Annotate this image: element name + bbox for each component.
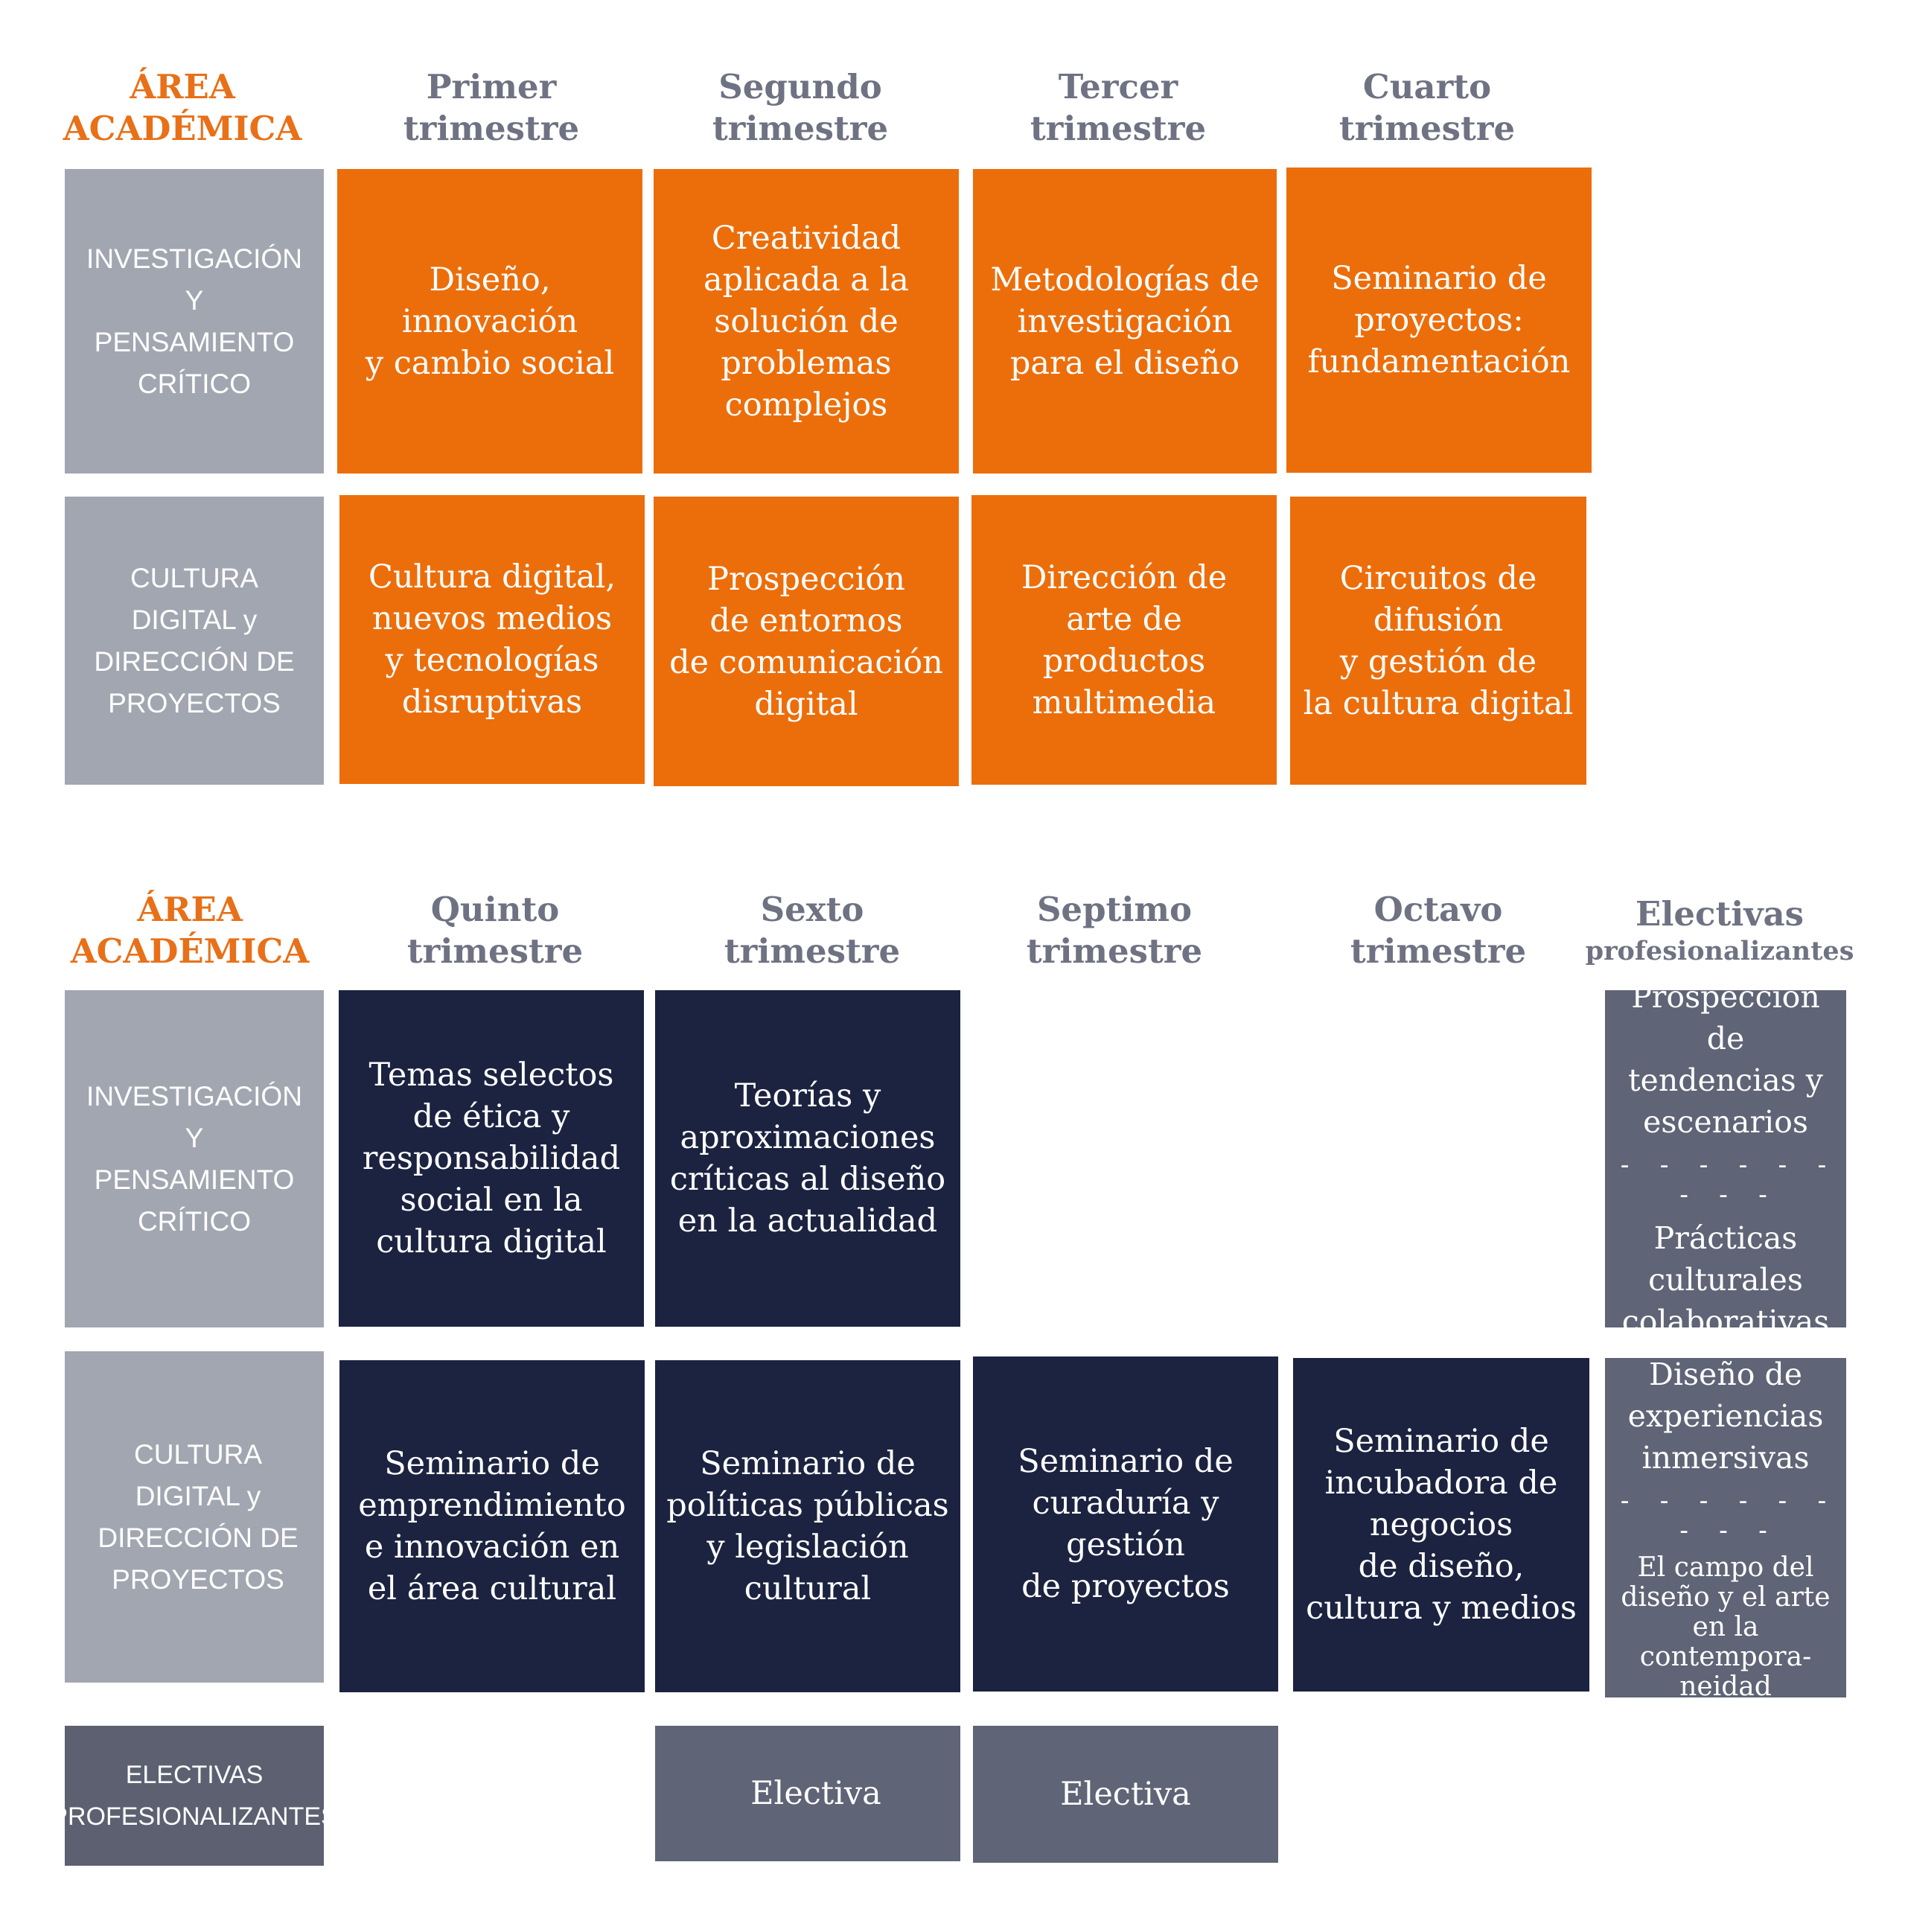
- column-header-electivas: Electivas profesionalizantes: [1586, 886, 1854, 975]
- elective-practicas-culturales: Prácticas culturales colaborativas: [1621, 1220, 1830, 1339]
- course-creatividad-aplicada: Creatividad aplicada a la solución de pr…: [654, 169, 959, 474]
- column-header-tercer: Tercer trimestre: [1030, 67, 1207, 148]
- electiva-sexto: Electiva: [655, 1726, 960, 1861]
- course-seminario-emprendimiento: Seminario de emprendimiento e innovación…: [339, 1360, 645, 1692]
- course-seminario-curaduria: Seminario de curaduría y gestión de proy…: [973, 1356, 1278, 1692]
- area-label-investigacion-top: INVESTIGACIÓN Y PENSAMIENTO CRÍTICO: [65, 169, 324, 474]
- course-circuitos-difusion: Circuitos de difusión y gestión de la cu…: [1290, 497, 1586, 785]
- area-label-cultura-bottom: CULTURA DIGITAL y DIRECCIÓN DE PROYECTOS: [65, 1351, 324, 1683]
- course-teorias-aproximaciones: Teorías y aproximaciones críticas al dis…: [655, 990, 960, 1327]
- area-header-bottom: ÁREA ACADÉMICA: [70, 890, 310, 971]
- column-header-cuarto: Cuarto trimestre: [1338, 67, 1516, 148]
- column-header-septimo: Septimo trimestre: [1026, 890, 1203, 971]
- electivas-header-line2: profesionalizantes: [1585, 936, 1854, 966]
- course-direccion-arte: Dirección de arte de productos multimedi…: [971, 495, 1277, 785]
- area-header-top: ÁREA ACADÉMICA: [63, 67, 302, 148]
- electives-cultura: Diseño de experiencias inmersivas - - - …: [1605, 1356, 1846, 1702]
- column-header-primer: Primer trimestre: [403, 67, 580, 148]
- elective-separator: - - - - - - - - -: [1617, 1150, 1834, 1210]
- electivas-header-line1: Electivas: [1636, 894, 1804, 934]
- area-label-cultura-top: CULTURA DIGITAL y DIRECCIÓN DE PROYECTOS: [65, 497, 324, 785]
- elective-campo-diseno-arte: El campo del diseño y el arte en la cont…: [1621, 1552, 1831, 1702]
- course-cultura-digital: Cultura digital, nuevos medios y tecnolo…: [339, 495, 645, 784]
- elective-separator: - - - - - - - - -: [1617, 1486, 1834, 1546]
- area-label-investigacion-bottom: INVESTIGACIÓN Y PENSAMIENTO CRÍTICO: [65, 990, 324, 1327]
- electives-investigacion: Prospección de tendencias y escenarios -…: [1605, 979, 1846, 1339]
- course-seminario-politicas: Seminario de políticas públicas y legisl…: [655, 1360, 960, 1692]
- column-header-sexto: Sexto trimestre: [724, 890, 901, 971]
- course-seminario-proyectos: Seminario de proyectos: fundamentación: [1286, 168, 1592, 473]
- course-metodologias-investigacion: Metodologías de investigación para el di…: [973, 169, 1277, 474]
- elective-diseno-experiencias: Diseño de experiencias inmersivas: [1627, 1356, 1824, 1476]
- column-header-quinto: Quinto trimestre: [406, 890, 584, 971]
- course-diseno-innovacion: Diseño, innovación y cambio social: [337, 169, 642, 474]
- course-temas-selectos-etica: Temas selectos de ética y responsabilida…: [339, 990, 644, 1327]
- area-label-electivas: ELECTIVAS PROFESIONALIZANTES: [51, 1726, 338, 1866]
- course-seminario-incubadora: Seminario de incubadora de negocios de d…: [1293, 1358, 1589, 1692]
- electiva-septimo: Electiva: [973, 1726, 1278, 1863]
- column-header-octavo: Octavo trimestre: [1350, 890, 1527, 971]
- column-header-segundo: Segundo trimestre: [712, 67, 889, 148]
- elective-prospeccion-tendencias: Prospección de tendencias y escenarios: [1628, 978, 1823, 1140]
- course-prospeccion-entornos: Prospección de entornos de comunicación …: [654, 497, 959, 786]
